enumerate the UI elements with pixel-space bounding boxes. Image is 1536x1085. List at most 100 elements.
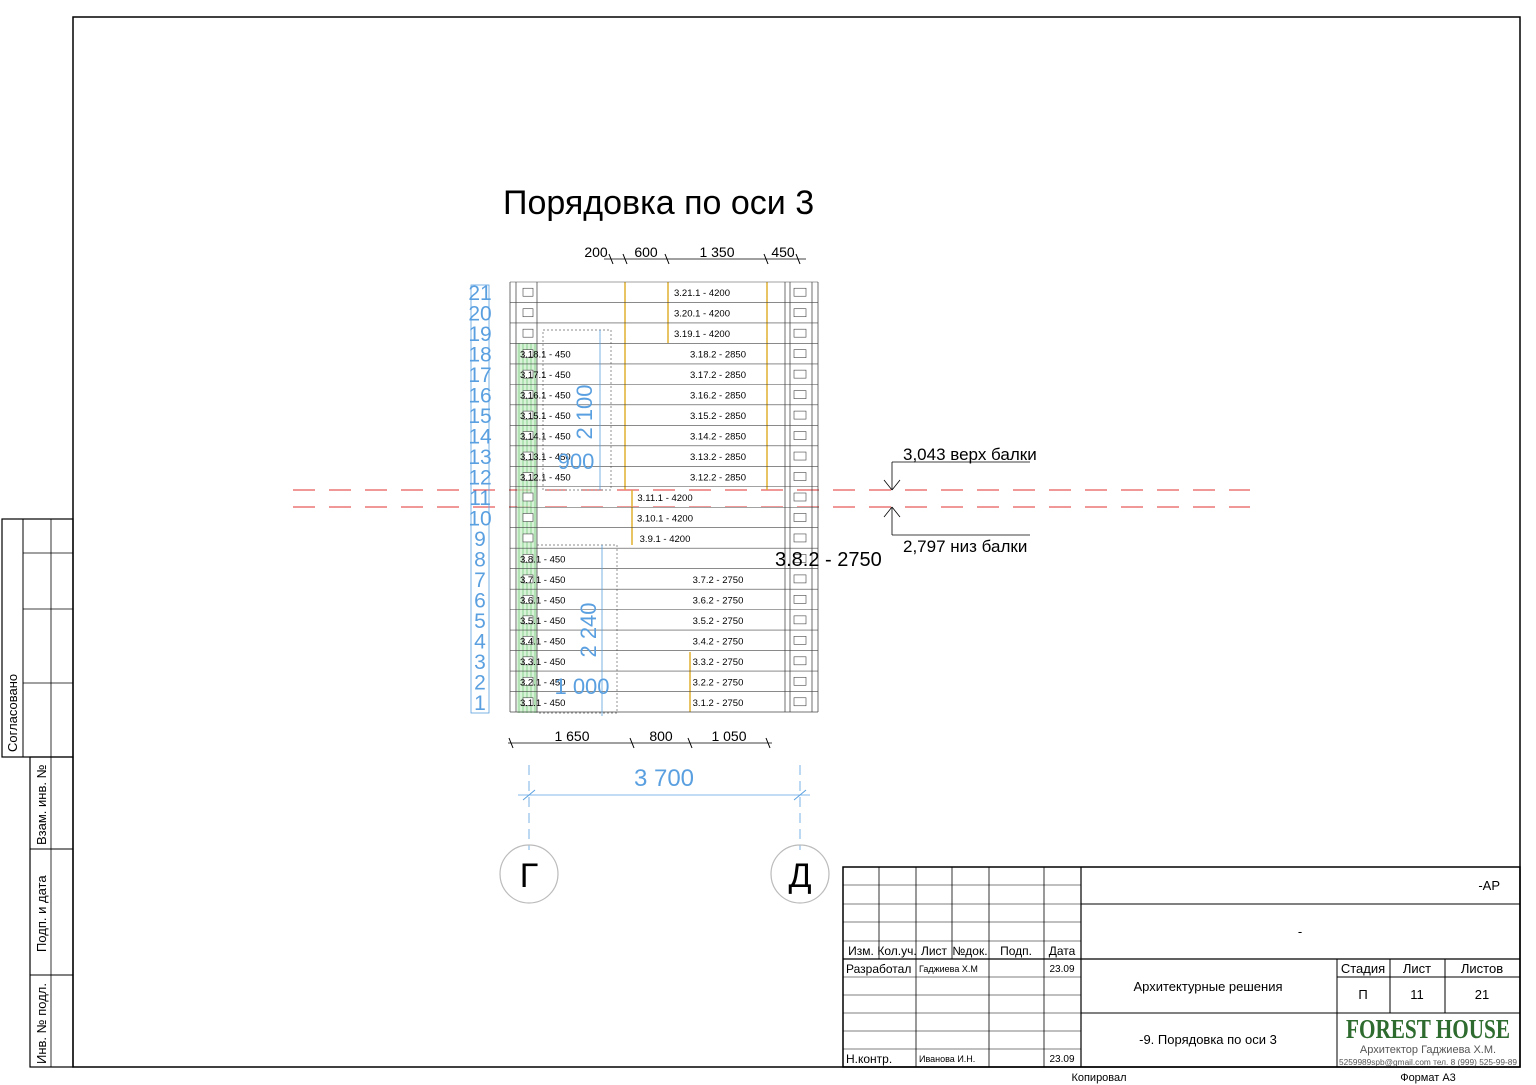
wall-log-grid <box>470 281 819 714</box>
log-label-right: 3.5.2 - 2750 <box>693 616 744 627</box>
log-end-left <box>522 349 534 358</box>
row-number: 6 <box>474 589 486 612</box>
sheet-value: 11 <box>1410 987 1424 1002</box>
drawing-title: Порядовка по оси 3 <box>503 184 814 222</box>
log-end-left <box>522 369 534 379</box>
log-end-right <box>793 533 807 543</box>
log-end-left <box>522 431 534 440</box>
log-label-right: 3.4.2 - 2750 <box>693 636 744 647</box>
row-number: 13 <box>468 446 491 469</box>
axis-bubble-right <box>770 844 830 904</box>
row-number: 21 <box>468 282 491 305</box>
log-label-left: 3.15.1 - 450 <box>520 411 571 422</box>
log-label-right: 3.11.1 - 4200 <box>637 493 692 504</box>
control-name: Иванова И.Н. <box>919 1054 975 1064</box>
log-label-left: 3.2.1 - 450 <box>520 677 565 688</box>
top-dim-2: 600 <box>634 244 658 260</box>
total-dimension: 3 700 <box>518 765 810 850</box>
log-end-right <box>793 676 807 686</box>
sign-date-label: Подп. и дата <box>34 875 49 952</box>
log-end-right <box>793 328 807 338</box>
stage-value: П <box>1358 987 1367 1002</box>
log-end-left <box>522 636 534 645</box>
log-label-left: 3.17.1 - 450 <box>520 370 571 381</box>
top-dim-1: 200 <box>584 244 608 260</box>
log-label-left: 3.7.1 - 450 <box>520 575 565 586</box>
log-label-left: 3.13.1 - 450 <box>520 452 571 463</box>
log-label-right: 3.2.2 - 2750 <box>693 677 744 688</box>
log-end-right <box>793 472 807 481</box>
log-end-left <box>522 656 534 666</box>
log-end-left <box>522 287 534 297</box>
log-end-right <box>793 349 807 358</box>
sheets-value: 21 <box>1475 987 1489 1002</box>
log-end-right <box>793 451 807 461</box>
log-end-left <box>522 595 534 604</box>
developed-date: 23.09 <box>1049 964 1074 975</box>
total-dim-value: 3 700 <box>634 765 694 792</box>
row-number: 5 <box>474 610 486 633</box>
log-end-left <box>522 676 534 686</box>
log-label-left: 3.12.1 - 450 <box>520 473 571 484</box>
log-label-left: 3.1.1 - 450 <box>520 698 565 709</box>
row-number: 20 <box>468 303 491 326</box>
log-label-left: 3.8.1 - 450 <box>520 554 565 565</box>
copied-label: Копировал <box>1071 1072 1126 1084</box>
hdr-podp: Подп. <box>1000 944 1032 958</box>
company-logo: FOREST HOUSE <box>1346 1014 1510 1044</box>
log-end-left <box>522 390 534 399</box>
log-end-right <box>793 513 807 522</box>
log-label-left: 3.18.1 - 450 <box>520 350 571 361</box>
swap-inv-label: Взам. инв. № <box>34 764 49 845</box>
log-end-left <box>522 308 534 318</box>
log-label-right: 3.16.2 - 2850 <box>690 391 746 402</box>
control-label: Н.контр. <box>846 1052 892 1066</box>
window-opening-upper <box>542 329 612 491</box>
lower-opening-width: 1 000 <box>554 674 609 699</box>
row-number: 16 <box>468 385 491 408</box>
log-end-right <box>793 656 807 666</box>
log-end-left <box>522 472 534 481</box>
row-number: 14 <box>468 426 492 449</box>
log-end-left <box>522 554 534 563</box>
hdr-koluch: Кол.уч. <box>877 944 916 958</box>
row-number: 4 <box>474 630 486 653</box>
log-label-right: 3.10.1 - 4200 <box>637 513 693 524</box>
row-number: 3 <box>474 651 486 674</box>
format-label: Формат А3 <box>1400 1072 1456 1084</box>
row-number: 15 <box>468 405 491 428</box>
row-number: 19 <box>468 323 491 346</box>
stage-label: Стадия <box>1341 961 1385 976</box>
row-number: 11 <box>469 487 491 510</box>
row-number: 10 <box>468 507 491 530</box>
log-label-right: 3.9.1 - 4200 <box>640 534 691 545</box>
beam-level-marks: 3,043 верх балки 2,797 низ балки <box>883 445 1037 556</box>
log-end-right <box>793 287 807 297</box>
log-label-right: 3.15.2 - 2850 <box>690 411 746 422</box>
row-number: 9 <box>474 528 486 551</box>
row-number: 7 <box>474 569 486 592</box>
axis-markers: Г Д <box>499 844 830 904</box>
log-label-right: 3.3.2 - 2750 <box>693 657 744 668</box>
row-number: 12 <box>468 467 491 490</box>
hdr-ndok: №док. <box>952 944 987 958</box>
control-date: 23.09 <box>1049 1054 1074 1065</box>
log-end-left <box>522 574 534 584</box>
log-label-right: 3.21.1 - 4200 <box>674 288 730 299</box>
top-dim-4: 450 <box>771 244 795 260</box>
row-number: 18 <box>468 344 491 367</box>
log-label-right: 3.17.2 - 2850 <box>690 370 746 381</box>
log-end-right <box>793 595 807 604</box>
log-label-left: 3.4.1 - 450 <box>520 636 565 647</box>
log-end-left <box>522 451 534 461</box>
log-label-right: 3.13.2 - 2850 <box>690 452 746 463</box>
top-dimension-chain: 200 600 1 350 450 <box>584 244 806 265</box>
hdr-list: Лист <box>921 944 948 958</box>
log-label-right: 3.19.1 - 4200 <box>674 329 730 340</box>
side-stamp: Согласовано Взам. инв. № Подп. и дата Ин… <box>1 518 74 1068</box>
developed-label: Разработал <box>846 962 911 976</box>
bottom-dim-2: 800 <box>649 728 673 744</box>
log-label-right: 3.6.2 - 2750 <box>693 595 744 606</box>
